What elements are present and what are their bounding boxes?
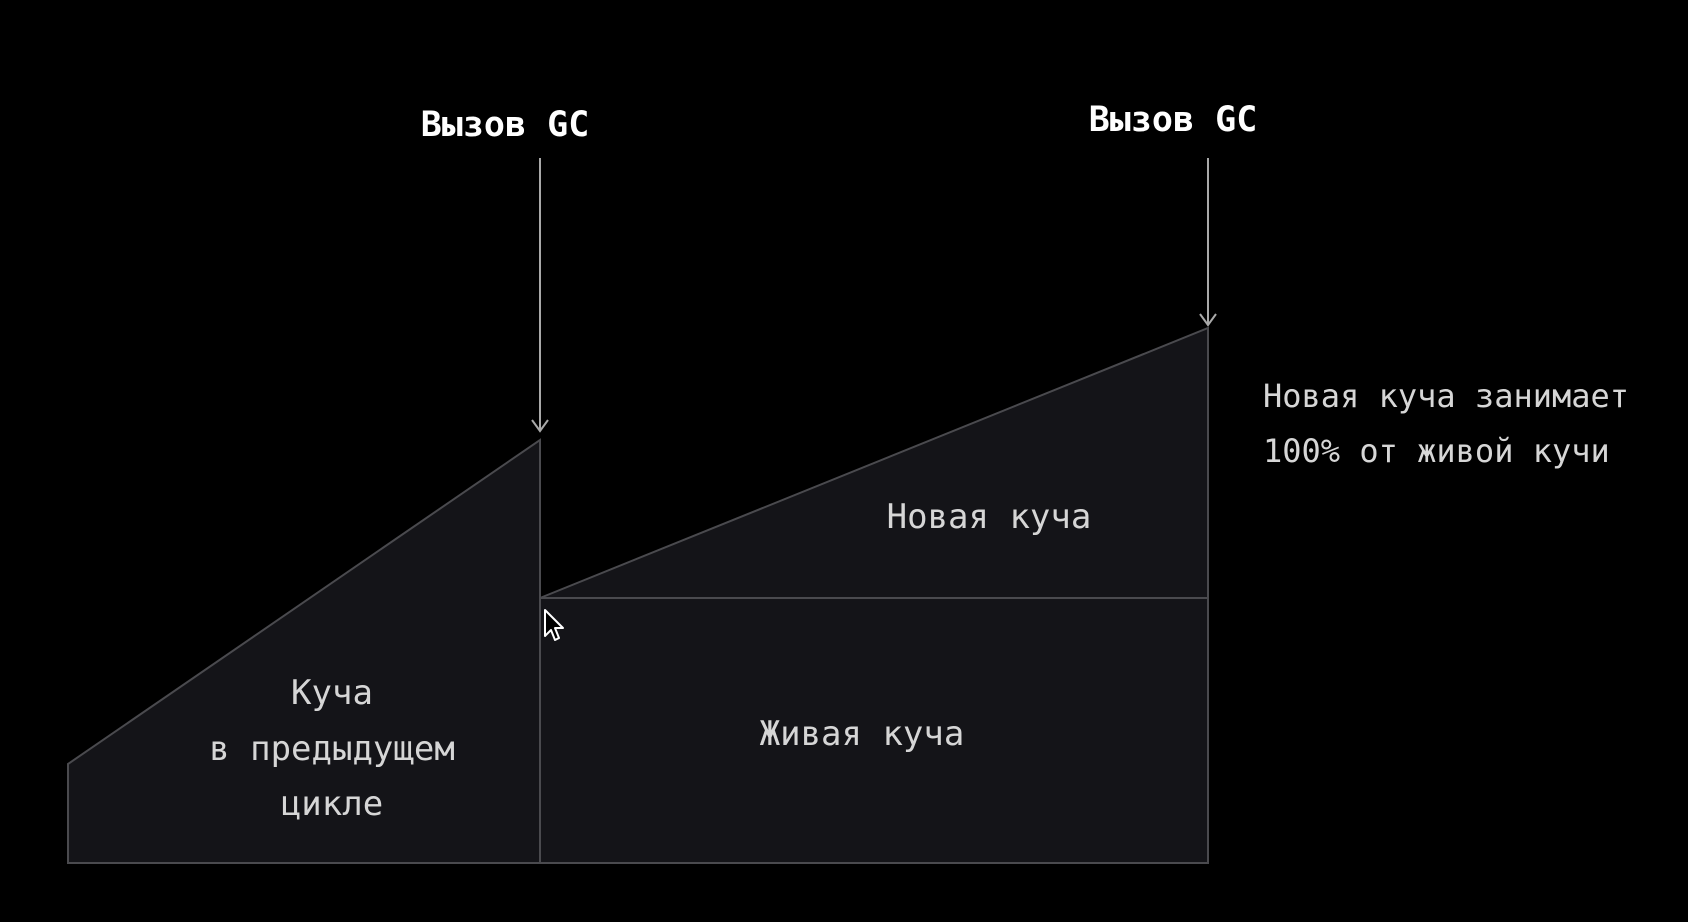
previous-heap-label-line: в предыдущем — [209, 729, 455, 769]
note-line: 100% от живой кучи — [1263, 432, 1610, 470]
arrow-down-icon — [531, 158, 549, 433]
pointer-cursor-icon — [544, 609, 564, 641]
new-heap-region — [539, 326, 1209, 599]
note-line: Новая куча занимает — [1263, 377, 1629, 415]
arrow-down-icon — [1199, 158, 1217, 327]
previous-heap-label-line: цикле — [281, 784, 383, 824]
previous-heap-label-line: Куча — [291, 673, 373, 713]
gc-call-label: Вызов GC — [421, 105, 590, 145]
gc-call-label: Вызов GC — [1089, 100, 1258, 140]
new-heap-label: Новая куча — [887, 497, 1092, 537]
live-heap-region — [539, 597, 1209, 864]
live-heap-label: Живая куча — [760, 714, 965, 754]
